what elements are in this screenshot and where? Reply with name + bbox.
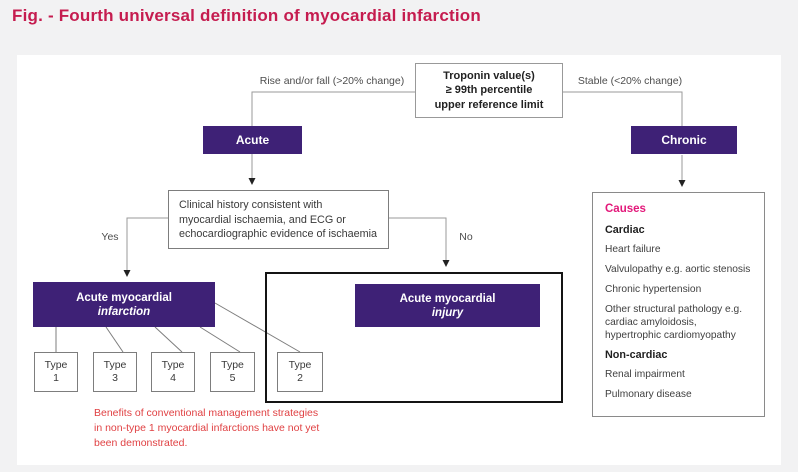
clinical-line-3: echocardiographic evidence of ischaemia <box>179 228 378 240</box>
type-4-number: 4 <box>170 372 176 384</box>
type-3-number: 3 <box>112 372 118 384</box>
injury-line-2: injury <box>431 306 464 319</box>
edge-label-no: No <box>459 231 473 243</box>
type-2-node: Type 2 <box>277 352 323 392</box>
footnote-line-3: been demonstrated. <box>94 437 188 449</box>
type-5-word: Type <box>221 359 244 371</box>
cause-item: Heart failure <box>605 244 661 255</box>
figure-panel: Rise and/or fall (>20% change) Troponin … <box>17 55 781 465</box>
cardiac-heading: Cardiac <box>605 224 645 236</box>
injury-line-1: Acute myocardial <box>399 292 496 305</box>
type-4-word: Type <box>161 359 185 371</box>
causes-heading: Causes <box>605 203 646 215</box>
clinical-line-2: myocardial ischaemia, and ECG or <box>179 213 346 226</box>
type-4-node: Type 4 <box>151 352 195 392</box>
figure-title: Fig. - Fourth universal definition of my… <box>12 6 481 25</box>
type-2-word: Type <box>288 359 312 371</box>
edge-label-rise-fall: Rise and/or fall (>20% change) <box>259 75 405 87</box>
cause-item: Renal impairment <box>605 369 685 380</box>
troponin-node: Troponin value(s) ≥ 99th percentile uppe… <box>415 63 563 118</box>
clinical-line-1: Clinical history consistent with <box>179 199 323 211</box>
cause-item: Other structural pathology e.g. cardiac … <box>605 304 743 341</box>
acute-mi-node: Acute myocardial infarction <box>33 282 215 327</box>
injury-group-outline <box>265 272 563 403</box>
troponin-line-1: Troponin value(s) <box>443 69 535 82</box>
type-2-number: 2 <box>297 372 303 384</box>
acute-myocardial-injury-node: Acute myocardial injury <box>355 284 540 327</box>
troponin-line-3: upper reference limit <box>434 98 544 111</box>
footnote-line-2: in non-type 1 myocardial infarctions hav… <box>94 422 320 434</box>
footnote-line-1: Benefits of conventional management stra… <box>94 407 319 419</box>
cause-item: Pulmonary disease <box>605 389 692 400</box>
acute-mi-line-2: infarction <box>97 305 151 318</box>
causes-panel: Causes Cardiac Heart failure Valvulopath… <box>592 192 765 417</box>
type-3-word: Type <box>103 359 127 371</box>
edge-label-yes: Yes <box>101 231 119 243</box>
cause-item: Chronic hypertension <box>605 284 702 295</box>
flow-connector-lines <box>55 91 686 353</box>
type-5-number: 5 <box>229 372 236 384</box>
non-cardiac-heading: Non-cardiac <box>605 349 668 361</box>
type-1-node: Type 1 <box>34 352 78 392</box>
type-3-node: Type 3 <box>93 352 137 392</box>
clinical-history-node: Clinical history consistent with myocard… <box>168 190 389 249</box>
troponin-line-2: ≥ 99th percentile <box>445 84 533 97</box>
acute-node: Acute <box>203 126 302 154</box>
causes-cardiac-section: Cardiac Heart failure Valvulopathy e.g. … <box>605 224 752 342</box>
causes-non-cardiac-section: Non-cardiac Renal impairment Pulmonary d… <box>605 349 752 401</box>
edge-label-stable: Stable (<20% change) <box>577 75 683 87</box>
type-1-number: 1 <box>53 372 59 384</box>
type-1-word: Type <box>44 359 68 371</box>
acute-mi-line-1: Acute myocardial <box>76 291 172 304</box>
type-5-node: Type 5 <box>210 352 255 392</box>
footnote: Benefits of conventional management stra… <box>94 406 319 451</box>
cause-item: Valvulopathy e.g. aortic stenosis <box>605 264 751 275</box>
chronic-node: Chronic <box>631 126 737 154</box>
